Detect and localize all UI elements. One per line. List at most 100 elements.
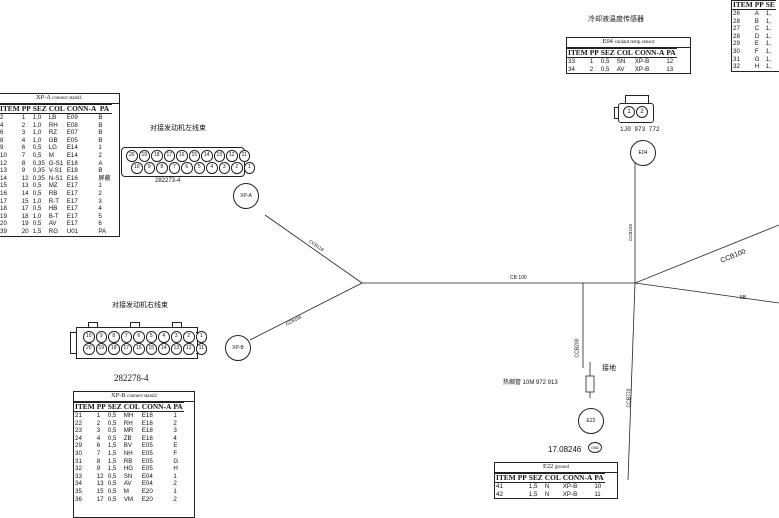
table-subcaption: coolant temp sensor bbox=[614, 40, 655, 45]
column-header: ITEM bbox=[495, 473, 517, 483]
e04-node: E04 bbox=[630, 140, 656, 166]
connector-pin: 14 bbox=[158, 343, 170, 355]
table-cell: BV bbox=[123, 442, 132, 450]
column-header: SEZ bbox=[31, 104, 48, 114]
table-cell: G bbox=[754, 55, 760, 63]
connector-pin: 18 bbox=[108, 343, 120, 355]
table-cell: 1,5 bbox=[107, 465, 117, 473]
table-cell: 13 bbox=[21, 182, 29, 190]
wire-label: CCB200 bbox=[574, 338, 581, 358]
table-cell: 1, bbox=[765, 55, 771, 63]
table-cell: G-S1 bbox=[48, 159, 64, 167]
table-cell: 4 bbox=[0, 121, 4, 129]
table-cell: 1,5 bbox=[528, 490, 538, 498]
table-cell: 0,5 bbox=[32, 205, 42, 213]
right-harness-label: 对接发动机右线束 bbox=[112, 302, 168, 309]
column-header: PA bbox=[593, 473, 605, 483]
e04-table-caption: E04 coolant temp sensor bbox=[567, 38, 690, 48]
connector-pin: 4 bbox=[206, 162, 218, 174]
left-harness-label: 对接发动机左线束 bbox=[150, 125, 206, 132]
table-cell: 2 bbox=[0, 114, 4, 121]
table-cell: D bbox=[754, 32, 760, 40]
table-cell: E04 bbox=[141, 472, 153, 480]
table-cell: 1,5 bbox=[528, 483, 538, 490]
column-header: COL bbox=[543, 473, 562, 483]
table-cell: 11 bbox=[594, 490, 601, 498]
table-cell: 19 bbox=[0, 212, 7, 220]
connector-pin: 2 bbox=[183, 331, 195, 343]
column-header: ITEM bbox=[732, 0, 754, 10]
table-cell: 35 bbox=[75, 487, 82, 495]
table-cell: E18 bbox=[66, 167, 78, 175]
table-cell: 1,0 bbox=[32, 121, 42, 129]
column-header: PP bbox=[588, 48, 600, 58]
table-cell: ZB bbox=[123, 434, 132, 442]
table-cell: B bbox=[98, 167, 103, 175]
table-cell: RH bbox=[48, 121, 58, 129]
column-header: ITEM bbox=[0, 104, 21, 114]
table-cell: 7 bbox=[21, 151, 26, 159]
table-caption: XP-A bbox=[35, 94, 51, 101]
table-cell: 36 bbox=[75, 495, 82, 503]
table-cell: 1, bbox=[765, 32, 771, 40]
connector-pin: 9 bbox=[95, 331, 107, 343]
table-cell: 1,5 bbox=[107, 457, 117, 465]
table-cell: 29 bbox=[733, 40, 740, 48]
table-cell: 31 bbox=[733, 55, 740, 63]
table-cell: E bbox=[173, 442, 178, 450]
wire-label: CB 100 bbox=[510, 275, 527, 281]
table-cell: 1, bbox=[765, 63, 771, 71]
table-cell: 15 bbox=[0, 182, 7, 190]
table-cell: XP-B bbox=[562, 490, 578, 498]
table-cell: 4 bbox=[173, 434, 177, 442]
connector-pin: 10 bbox=[83, 331, 95, 343]
table-cell: B bbox=[754, 17, 759, 25]
table-cell: 6 bbox=[21, 144, 26, 152]
table-cell: 0,5 bbox=[32, 220, 42, 228]
table-cell: 1,0 bbox=[32, 114, 42, 121]
table-cell: 30 bbox=[75, 449, 82, 457]
table-cell: 13 bbox=[96, 480, 104, 488]
connector-pin: 5 bbox=[145, 331, 157, 343]
table-cell: 1,0 bbox=[32, 197, 42, 205]
table-cell: RZ bbox=[48, 129, 57, 137]
table-cell: 0,5 bbox=[107, 487, 117, 495]
table-cell: A bbox=[98, 159, 103, 167]
table-cell: 22 bbox=[75, 419, 82, 427]
table-cell: 0,35 bbox=[32, 167, 45, 175]
table-cell: 1,0 bbox=[32, 212, 42, 220]
table-cell: RB bbox=[48, 189, 58, 197]
table-cell: 8 bbox=[21, 159, 26, 167]
table-cell: 9 bbox=[96, 465, 101, 473]
tab bbox=[70, 332, 77, 354]
table-cell: 1 bbox=[173, 472, 177, 480]
table-cell: 20 bbox=[21, 227, 29, 235]
connector-pin: 1 bbox=[243, 162, 255, 174]
table-cell: E18 bbox=[141, 427, 153, 435]
table-cell: 1,5 bbox=[107, 449, 117, 457]
table-cell: 28 bbox=[733, 32, 740, 40]
table-cell: HB bbox=[48, 205, 58, 213]
connector-pin: 15 bbox=[145, 343, 157, 355]
table-cell: E17 bbox=[66, 220, 78, 228]
connector-pin: 17 bbox=[120, 343, 132, 355]
table-cell: 4 bbox=[21, 136, 26, 144]
table-cell: 27 bbox=[733, 25, 740, 33]
table-cell: E18 bbox=[66, 159, 78, 167]
table-cell: 6 bbox=[98, 220, 102, 228]
column-header: SEZ bbox=[599, 48, 616, 58]
table-cell: XP-B bbox=[634, 58, 650, 65]
table-cell: 29 bbox=[75, 442, 82, 450]
connector-pin: 5 bbox=[193, 162, 205, 174]
